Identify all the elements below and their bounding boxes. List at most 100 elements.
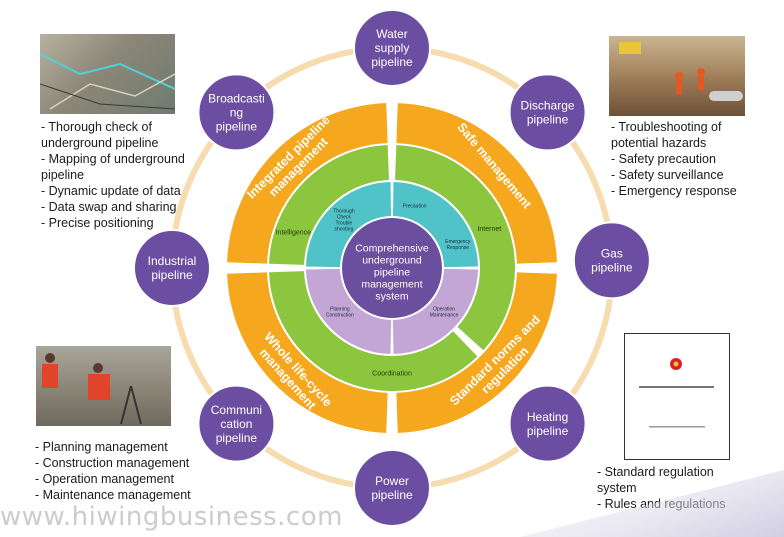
inner-ring-segment <box>306 268 392 354</box>
pipeline-label-communication-line: pipeline <box>216 431 258 445</box>
pipeline-label-water-line: pipeline <box>371 55 413 69</box>
center-title-line: underground <box>362 255 422 267</box>
feature-item: - Planning management <box>35 440 168 454</box>
inner-ring-segment <box>392 182 478 268</box>
middle-label-line: Coordination <box>372 370 412 377</box>
feature-item: - Thorough check of <box>41 120 152 134</box>
inner-label-precaution-line: Precaution <box>403 204 427 210</box>
pipeline-label-broadcasting-line: Broadcasti <box>208 92 265 106</box>
watermark: www.hiwingbusiness.com <box>0 502 343 532</box>
inner-label-check-line: Check <box>337 215 352 221</box>
middle-label: Intelligence <box>276 230 312 237</box>
pipeline-label-industrial-line: Industrial <box>148 254 197 268</box>
middle-label-line: Internet <box>477 226 501 233</box>
outer-ring-segment <box>396 272 557 433</box>
pipeline-label-water-line: supply <box>375 41 410 55</box>
outer-ring-segment <box>227 272 388 433</box>
pipeline-map-image <box>40 34 175 114</box>
inner-ring-segment <box>392 268 478 354</box>
inner-label-check-line: shooting <box>334 227 353 233</box>
middle-label-line: Intelligence <box>276 230 312 237</box>
middle-label: Internet <box>477 226 501 233</box>
pipeline-node-gas <box>572 221 651 300</box>
pipeline-node-water <box>353 9 431 87</box>
inner-label-check-line: Trouble <box>336 221 353 227</box>
feature-item: - Data swap and sharing <box>41 200 177 214</box>
pipeline-label-water-line: Water <box>376 27 408 41</box>
pipeline-label-heating-line: Heating <box>527 410 568 424</box>
center-circle <box>342 218 442 318</box>
outer-ring-segment <box>227 103 388 264</box>
inner-label-check-line: Thorough <box>333 209 355 215</box>
feature-item: - Emergency response <box>611 184 737 198</box>
ring-layer <box>169 45 615 491</box>
outer-ring-segment <box>396 103 557 264</box>
feature-item: - Troubleshooting of <box>611 120 722 134</box>
middle-ring-segment <box>269 271 478 391</box>
map-lines-icon <box>40 53 175 110</box>
pipeline-label-heating-line: pipeline <box>527 424 569 438</box>
pipeline-label-industrial-line: pipeline <box>151 268 193 282</box>
pipeline-label-gas-line: Gas <box>601 247 623 261</box>
feature-item: underground pipeline <box>41 136 159 150</box>
feature-item: - Standard regulation <box>597 465 714 479</box>
pipeline-label-discharge-line: Discharge <box>521 99 575 113</box>
pipeline-node-power <box>353 449 431 527</box>
feature-item: system <box>597 481 637 495</box>
center-title-line: management <box>361 279 422 291</box>
pipeline-label-communication-line: Communi <box>211 403 262 417</box>
inner-ring-segment <box>306 182 392 268</box>
feature-item: - Operation management <box>35 472 174 486</box>
middle-label: Coordination <box>372 370 412 377</box>
excavation-site-image <box>609 36 745 116</box>
pipeline-label-communication-line: cation <box>220 417 252 431</box>
inner-label-emergency-line: Response <box>447 245 470 251</box>
top-left-feature-list: - Thorough check of underground pipeline -… <box>41 119 185 231</box>
feature-item: - Construction management <box>35 456 190 470</box>
feature-item: - Dynamic update of data <box>41 184 181 198</box>
feature-item: pipeline <box>41 168 85 182</box>
regulation-document-image <box>624 333 730 460</box>
pipeline-label-broadcasting-line: ng <box>230 106 243 120</box>
inner-label-planning-line: Planning <box>330 306 350 312</box>
top-right-feature-list: - Troubleshooting of potential hazards - S… <box>611 119 737 199</box>
pipeline-label-gas-line: pipeline <box>591 261 633 275</box>
pipeline-node-discharge <box>508 73 587 152</box>
pipeline-label-power-line: pipeline <box>371 488 413 502</box>
inner-label-operation-line: Operation <box>433 306 455 312</box>
pipeline-label-discharge-line: pipeline <box>527 113 569 127</box>
pipeline-node-communication <box>197 384 276 463</box>
emblem-icon <box>639 358 714 428</box>
middle-ring-segment <box>395 145 515 351</box>
inner-label-precaution: Precaution <box>403 204 427 210</box>
feature-item: - Precise positioning <box>41 216 154 230</box>
pipeline-label-power-line: Power <box>375 474 409 488</box>
feature-item: - Safety precaution <box>611 152 716 166</box>
feature-item: - Maintenance management <box>35 488 191 502</box>
center-title-line: pipeline <box>374 267 410 279</box>
inner-label-emergency-line: Emergency <box>445 239 471 245</box>
feature-item: potential hazards <box>611 136 707 150</box>
pipeline-node-heating <box>508 384 587 463</box>
surveyor-icon <box>42 353 142 425</box>
middle-ring-segment <box>269 145 389 265</box>
survey-workers-image <box>36 346 171 426</box>
center-title-line: Comprehensive <box>355 243 429 255</box>
pipeline-node-broadcasting <box>197 73 276 152</box>
feature-item: - Safety surveillance <box>611 168 724 182</box>
